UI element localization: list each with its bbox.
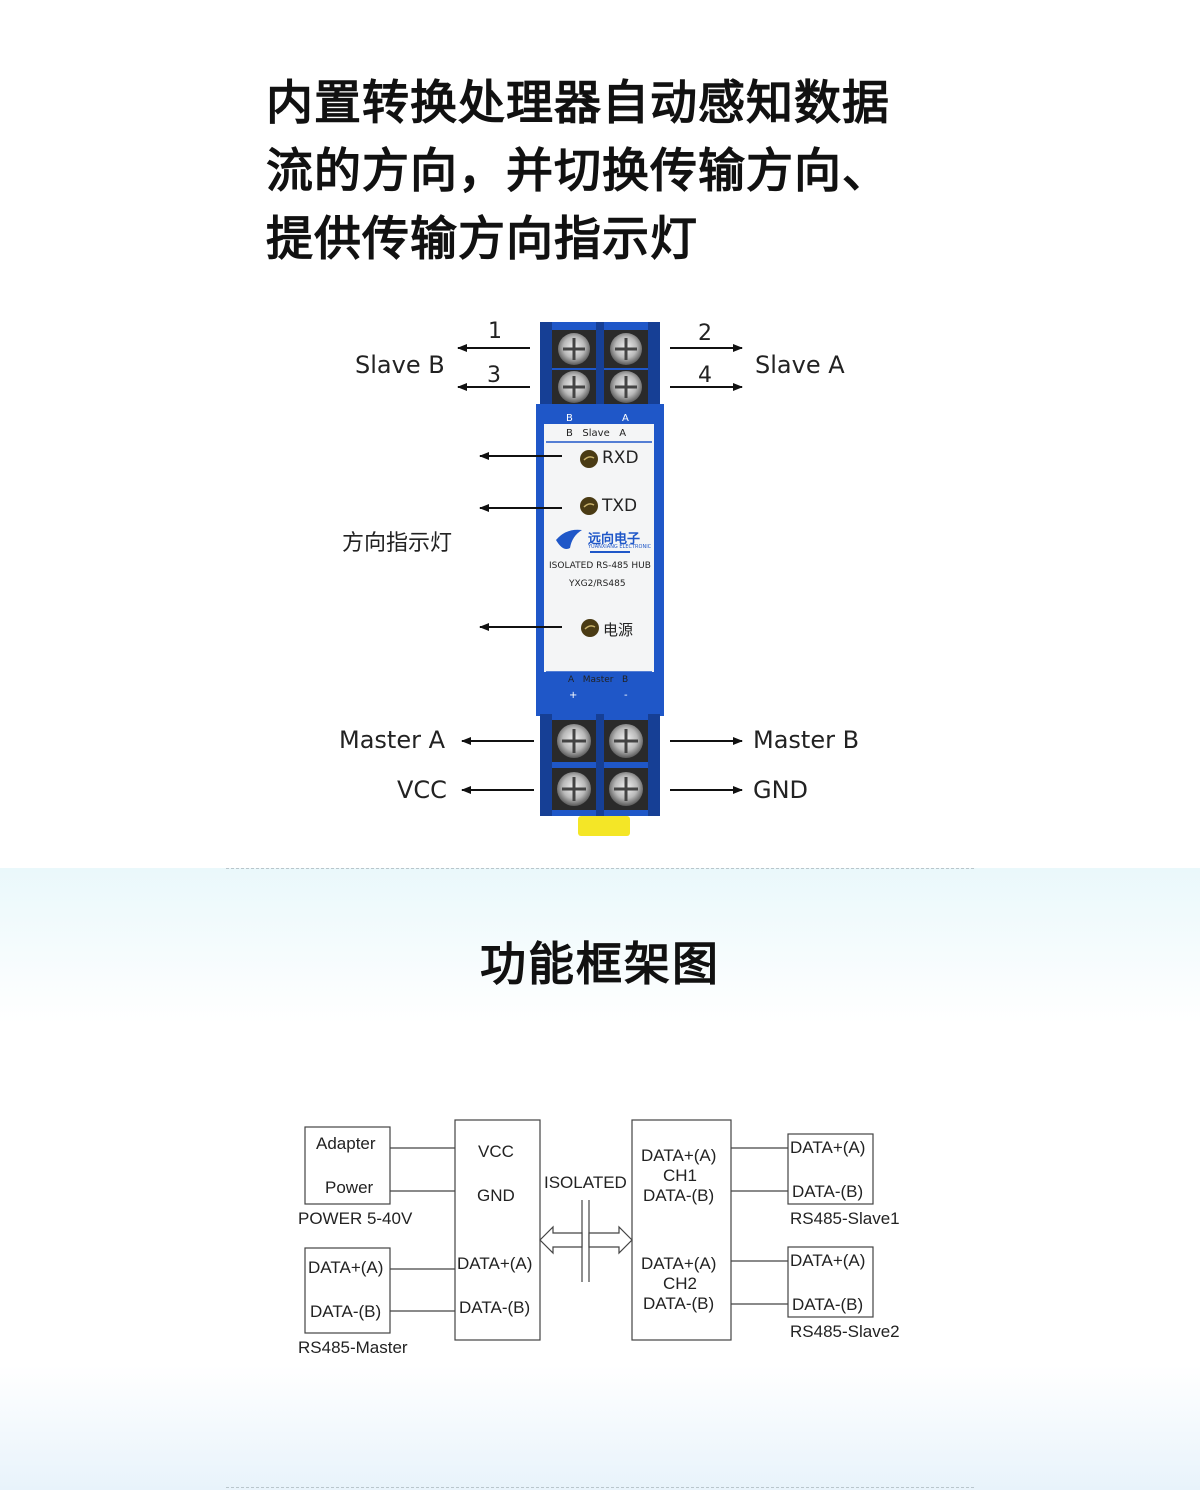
top-terminal-separator	[596, 322, 604, 406]
screw-head-icon	[615, 376, 637, 398]
adapter-box	[304, 1126, 391, 1205]
indicator-label: 方向指示灯	[342, 531, 453, 556]
brand-name: 远向电子	[588, 532, 641, 547]
master-row-label: A Master B	[568, 675, 629, 685]
txd-label: TXD	[602, 496, 638, 516]
screw-head-icon	[562, 729, 586, 753]
slave-a-label: Slave A	[755, 351, 845, 379]
top-terminal-block	[540, 322, 660, 406]
ch1-data-a-label: DATA+(A)	[641, 1146, 717, 1165]
headline: 内置转换处理器自动感知数据 流的方向，并切换传输方向、 提供传输方向指示灯	[266, 70, 966, 274]
isolator-left-box	[454, 1119, 541, 1341]
slave1-caption: RS485-Slave1	[790, 1209, 900, 1228]
section-divider	[226, 868, 974, 869]
ch2-data-b-label: DATA-(B)	[643, 1294, 715, 1313]
led-highlight	[583, 503, 595, 508]
screw-head-icon	[614, 729, 638, 753]
gnd-pin-label: GND	[477, 1186, 515, 1205]
minus-label: -	[624, 690, 628, 701]
screw-head-icon	[615, 338, 637, 360]
headline-line-2: 流的方向，并切换传输方向、	[266, 144, 890, 199]
screw-head-icon	[563, 376, 585, 398]
headline-line-3: 提供传输方向指示灯	[266, 212, 698, 267]
model-code: YXG2/RS485	[569, 579, 626, 589]
slave2-data-a-label: DATA+(A)	[790, 1251, 866, 1270]
ch1-label: CH1	[663, 1166, 698, 1185]
bottom-divider	[226, 1487, 974, 1488]
section-title: 功能框架图	[480, 937, 720, 991]
slave1-box	[787, 1133, 874, 1205]
left-data-a-label: DATA+(A)	[457, 1254, 533, 1273]
master-b-label: Master B	[753, 726, 860, 754]
screw-head-icon	[562, 777, 586, 801]
master-caption: RS485-Master	[298, 1338, 408, 1357]
top-terminal-edge	[540, 322, 552, 406]
txd-led-icon	[580, 497, 598, 515]
top-b-label: B	[566, 413, 573, 424]
ch1-data-b-label: DATA-(B)	[643, 1186, 715, 1205]
vcc-label: VCC	[397, 776, 447, 804]
master-a-label: Master A	[339, 726, 446, 754]
bottom-terminal-separator	[596, 714, 604, 816]
slave2-caption: RS485-Slave2	[790, 1322, 900, 1341]
isolator-right-box	[631, 1119, 732, 1341]
left-arrow-icon	[539, 1225, 583, 1255]
screw-head-icon	[614, 777, 638, 801]
power-range-label: POWER 5-40V	[298, 1209, 413, 1228]
plus-label: +	[569, 690, 578, 701]
led-highlight	[584, 625, 596, 630]
rxd-label: RXD	[602, 448, 639, 468]
rxd-led-icon	[580, 450, 598, 468]
terminal-2-label: 2	[698, 321, 712, 346]
din-rail-clip	[578, 816, 630, 836]
terminal-3-label: 3	[487, 363, 501, 388]
power-label: Power	[325, 1178, 374, 1197]
slave-row-label: B Slave A	[566, 428, 627, 439]
power-led-label: 电源	[603, 621, 634, 639]
adapter-label: Adapter	[316, 1134, 376, 1153]
master-data-b-label: DATA-(B)	[310, 1302, 382, 1321]
front-panel	[544, 424, 654, 672]
top-a-label: A	[622, 413, 629, 424]
device-illustration	[457, 322, 743, 836]
slave1-data-b-label: DATA-(B)	[792, 1182, 864, 1201]
screw-head-icon	[563, 338, 585, 360]
ch2-label: CH2	[663, 1274, 698, 1293]
gnd-label: GND	[753, 776, 809, 804]
bottom-terminal-edge-right	[648, 714, 660, 816]
brand-logo-icon	[556, 529, 582, 549]
isolated-label: ISOLATED	[544, 1173, 627, 1192]
slave2-box	[787, 1246, 874, 1318]
slave1-data-a-label: DATA+(A)	[790, 1138, 866, 1157]
led-highlight	[583, 456, 595, 461]
terminal-4-label: 4	[698, 363, 712, 388]
vcc-pin-label: VCC	[478, 1142, 514, 1161]
bottom-terminal-edge	[540, 714, 552, 816]
top-terminal-edge-right	[648, 322, 660, 406]
right-arrow-icon	[588, 1225, 633, 1255]
brand-name-en: YUANXIANG ELECTRONIC	[588, 544, 652, 550]
left-data-b-label: DATA-(B)	[459, 1298, 531, 1317]
master-box	[304, 1247, 391, 1334]
model-label: ISOLATED RS-485 HUB	[549, 561, 651, 571]
master-data-a-label: DATA+(A)	[308, 1258, 384, 1277]
bottom-terminal-block	[540, 714, 660, 836]
ch2-data-a-label: DATA+(A)	[641, 1254, 717, 1273]
bottom-section	[0, 868, 1200, 1490]
slave-b-label: Slave B	[355, 351, 445, 379]
headline-line-1: 内置转换处理器自动感知数据	[266, 76, 890, 131]
terminal-1-label: 1	[488, 319, 502, 344]
slave2-data-b-label: DATA-(B)	[792, 1295, 864, 1314]
power-led-icon	[581, 619, 599, 637]
